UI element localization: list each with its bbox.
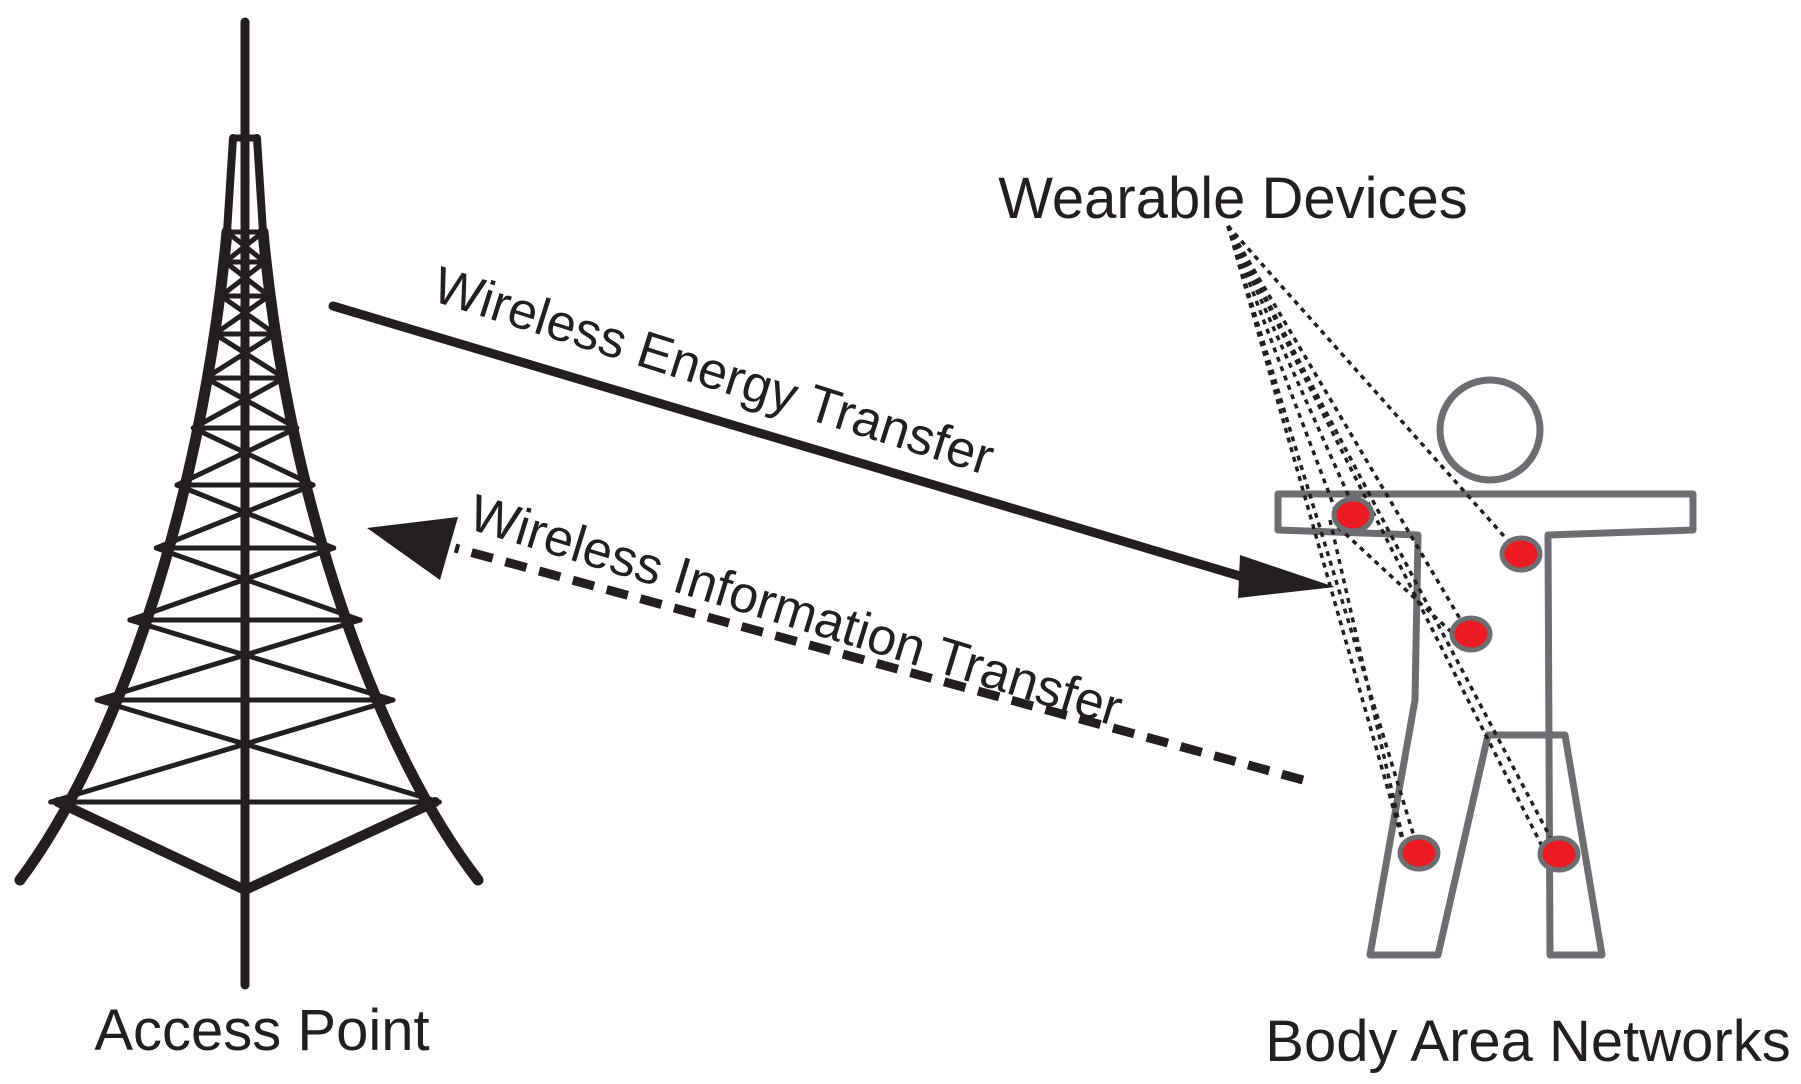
energy-transfer-arrow (328, 301, 1335, 598)
head-shape (1436, 376, 1544, 484)
information-transfer-label: Wireless Information Transfer (462, 484, 1128, 738)
tower-brace (190, 425, 316, 488)
device-right-shoulder (1331, 496, 1375, 534)
tower-brace (174, 482, 337, 551)
energy-transfer-label: Wireless Energy Transfer (426, 256, 1000, 487)
tower-brace (153, 482, 316, 551)
device-left-chest (1499, 535, 1543, 573)
tower-brace (222, 229, 266, 265)
information-arrowhead-icon (367, 517, 458, 580)
wearable-devices (1331, 496, 1581, 873)
tower-brace (218, 293, 278, 337)
tower-brace (218, 259, 268, 299)
energy-arrowhead-icon (1238, 555, 1335, 598)
body-outline (1274, 490, 1697, 959)
tower-brace (190, 375, 287, 431)
person-figure-icon (1274, 376, 1697, 959)
tower-brace (94, 617, 363, 703)
tower-brace (127, 617, 396, 703)
tower-brace (153, 545, 363, 623)
body-area-networks-label: Body Area Networks (1265, 1009, 1790, 1074)
device-right-leg (1397, 834, 1441, 872)
device-abdomen (1449, 615, 1493, 653)
device-pointer-lines (1226, 224, 1561, 855)
information-transfer-arrow (367, 517, 1305, 785)
tower-brace (174, 425, 300, 488)
tower-brace (212, 293, 272, 337)
tower-brace (48, 697, 396, 805)
tower-brace (222, 259, 272, 299)
access-point-label: Access Point (94, 998, 429, 1063)
tower-brace (212, 331, 287, 381)
tower-brace (94, 697, 442, 805)
wearable-devices-label: Wearable Devices (998, 166, 1468, 231)
tower-brace (127, 545, 337, 623)
tower-icon (14, 17, 484, 990)
tower-brace (203, 375, 300, 431)
tower-brace (203, 331, 278, 381)
device-left-leg (1537, 835, 1581, 873)
